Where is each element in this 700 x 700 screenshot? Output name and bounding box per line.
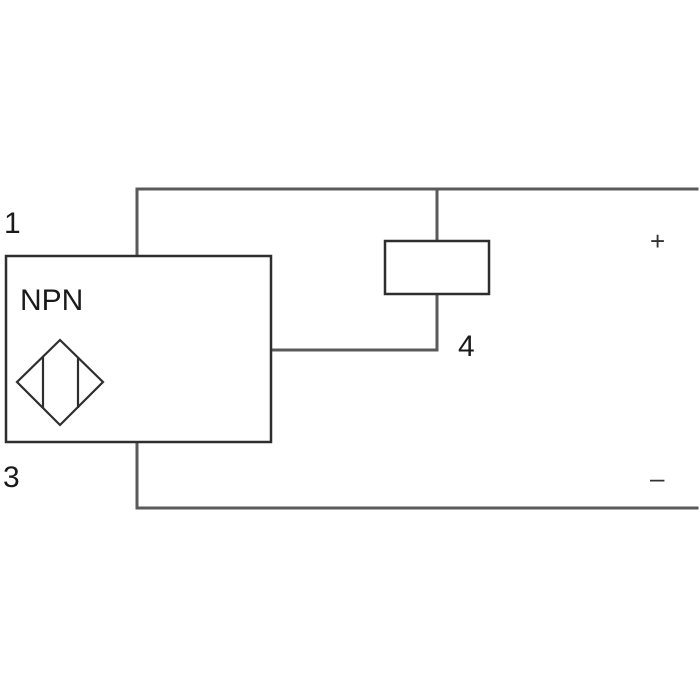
plus-label: + bbox=[650, 226, 665, 256]
negative-rail-wire bbox=[135, 440, 699, 510]
minus-label: – bbox=[650, 463, 665, 493]
inductive-sensor-icon bbox=[15, 338, 105, 427]
pin-1-label: 1 bbox=[4, 207, 21, 240]
positive-rail-wire bbox=[135, 187, 699, 258]
pin-3-label: 3 bbox=[3, 461, 20, 494]
pin-4-label: 4 bbox=[458, 330, 475, 363]
sensor-type-label: NPN bbox=[20, 284, 83, 317]
load-rectangle-icon bbox=[383, 239, 491, 296]
output-wire bbox=[269, 292, 439, 352]
